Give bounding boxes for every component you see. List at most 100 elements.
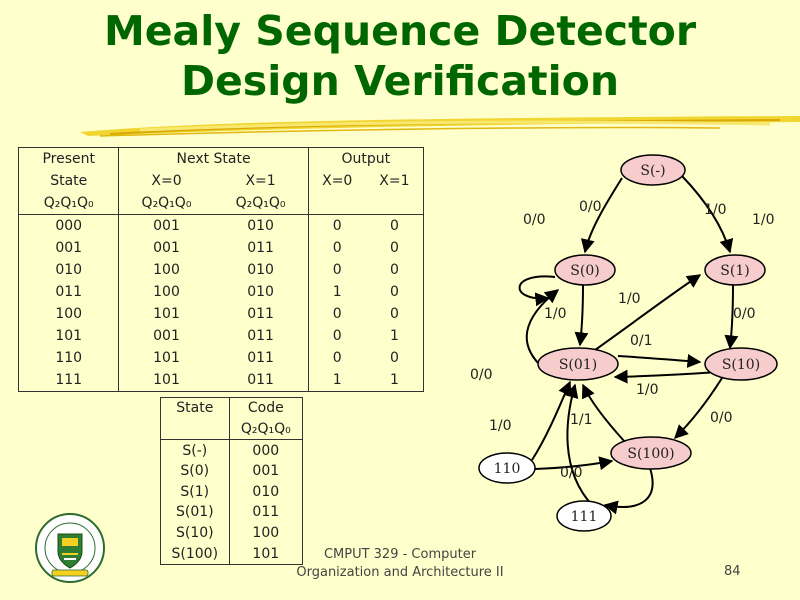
code-header-state: State: [176, 400, 214, 417]
label-s1-s10: 0/0: [733, 306, 756, 322]
cell-next-x1: 011: [247, 328, 274, 344]
cell-next-x1: 010: [247, 284, 274, 300]
edge-s10-s01: [613, 369, 719, 384]
footer-line-1: CMPUT 329 - Computer: [323, 547, 477, 562]
edge-s10-s100: [674, 377, 723, 439]
header-out-x1: X=1: [379, 173, 410, 189]
cell-next-x1: 011: [247, 306, 274, 322]
label-sdash-s1-b: 1/0: [752, 212, 775, 228]
state-s100-label: S(100): [627, 446, 674, 462]
slide-title: Mealy Sequence Detector Design Verificat…: [0, 6, 800, 106]
cell-present: 011: [55, 284, 83, 300]
cell-out-x1: 0: [389, 350, 399, 366]
cell-out-x1: 1: [389, 328, 399, 344]
cell-out-x1: 0: [389, 284, 399, 300]
edge-s0-s01: [574, 284, 589, 347]
edge-s100-s01: [581, 383, 626, 443]
label-sdash-s0-a: 0/0: [523, 212, 546, 228]
label-110-s100: 0/0: [560, 465, 583, 481]
cell-next-x1: 010: [247, 218, 274, 234]
cell-next-x1: 011: [247, 350, 274, 366]
edge-s100-111-loop: [603, 467, 654, 515]
code-row: S(-) 000: [161, 439, 303, 462]
code-value: 011: [228, 502, 303, 523]
table-row: 000 001 010 0 0: [19, 214, 424, 237]
cell-out-x1: 0: [389, 262, 399, 278]
code-state: S(10): [175, 524, 214, 541]
label-sdash-s0-b: 0/0: [579, 199, 602, 215]
table-row: 011 100 010 1 0: [19, 281, 424, 303]
cell-next-x0: 100: [118, 281, 214, 303]
table-row: 111 101 011 1 1: [19, 369, 424, 392]
state-s1-label: S(1): [720, 263, 749, 279]
state-diagram: S(-) S(0) S(1) S(01) S(10) S(100) 110 11…: [470, 154, 778, 532]
cell-next-x0: 100: [118, 259, 214, 281]
state-s1: S(1): [704, 254, 766, 286]
title-line-1: Mealy Sequence Detector: [103, 7, 697, 55]
cell-present: 000: [55, 218, 83, 234]
label-s10-s01: 1/0: [636, 382, 659, 398]
cell-out-x0: 0: [307, 237, 366, 259]
code-state: S(01): [175, 504, 214, 521]
cell-next-x0: 001: [118, 214, 214, 237]
state-110: 110: [478, 452, 536, 484]
edge-sdash-s0: [580, 177, 623, 254]
header-next-x1: X=1: [245, 173, 276, 189]
state-s-dash-label: S(-): [640, 163, 665, 179]
university-of-alberta-crest-icon: [35, 513, 105, 583]
label-s01-s10: 0/1: [630, 333, 653, 349]
cell-next-x0: 101: [118, 303, 214, 325]
edge-s01-s0-loop: [525, 289, 560, 366]
edge-s1-s10: [724, 284, 739, 350]
edge-s0-self: [518, 275, 556, 307]
title-underline-brush: [80, 116, 800, 137]
state-111-label: 111: [571, 509, 598, 525]
header-present-q: Q₂Q₁Q₀: [18, 192, 119, 215]
table-row: 110 101 011 0 0: [19, 347, 424, 369]
header-present: Present: [42, 151, 95, 167]
state-s0: S(0): [554, 254, 616, 286]
state-s-dash: S(-): [620, 154, 686, 186]
label-s01-s1: 1/0: [618, 291, 641, 307]
cell-next-x1: 011: [247, 372, 274, 388]
code-value: 100: [228, 522, 303, 544]
code-header-blank: [160, 418, 230, 441]
cell-present: 100: [55, 306, 83, 322]
header-out-x0: X=0: [307, 170, 366, 192]
code-row: S(10) 100: [161, 522, 303, 544]
header-output: Output: [307, 147, 424, 170]
code-value: 000: [228, 439, 303, 462]
cell-present: 110: [55, 350, 83, 366]
cell-out-x1: 0: [389, 218, 399, 234]
state-s10: S(10): [704, 347, 778, 381]
table-row: 100 101 011 0 0: [19, 303, 424, 325]
state-s01-label: S(01): [559, 357, 597, 373]
cell-next-x1: 010: [247, 262, 274, 278]
cell-next-x0: 001: [118, 325, 214, 347]
cell-next-x1: 011: [247, 240, 274, 256]
cell-out-x1: 0: [389, 306, 399, 322]
edge-s01-s1: [594, 274, 702, 351]
code-row: S(01) 011: [161, 502, 303, 523]
label-s100-s01: 1/1: [570, 412, 593, 428]
table-row: 101 001 011 0 1: [19, 325, 424, 347]
state-table: Present Next State Output State X=0 X=1 …: [18, 147, 424, 392]
cell-next-x0: 101: [118, 347, 214, 369]
edge-110-s100: [534, 456, 614, 471]
header-next-x0-q: Q₂Q₁Q₀: [118, 192, 214, 215]
cell-out-x0: 0: [307, 347, 366, 369]
code-state: S(-): [182, 442, 208, 459]
cell-out-x0: 0: [307, 303, 366, 325]
state-110-label: 110: [494, 461, 521, 477]
table-row: 001 001 011 0 0: [19, 237, 424, 259]
state-s10-label: S(10): [722, 357, 760, 373]
edge-111-s01: [564, 383, 593, 506]
cell-next-x0: 001: [118, 237, 214, 259]
header-next-state: Next State: [118, 147, 309, 170]
cell-present: 001: [55, 240, 83, 256]
cell-out-x1: 0: [389, 240, 399, 256]
code-row: S(0) 001: [161, 461, 303, 482]
code-row: S(100) 101: [161, 543, 303, 565]
header-out-blank-2: [365, 192, 424, 215]
edge-sdash-s1: [681, 175, 734, 254]
